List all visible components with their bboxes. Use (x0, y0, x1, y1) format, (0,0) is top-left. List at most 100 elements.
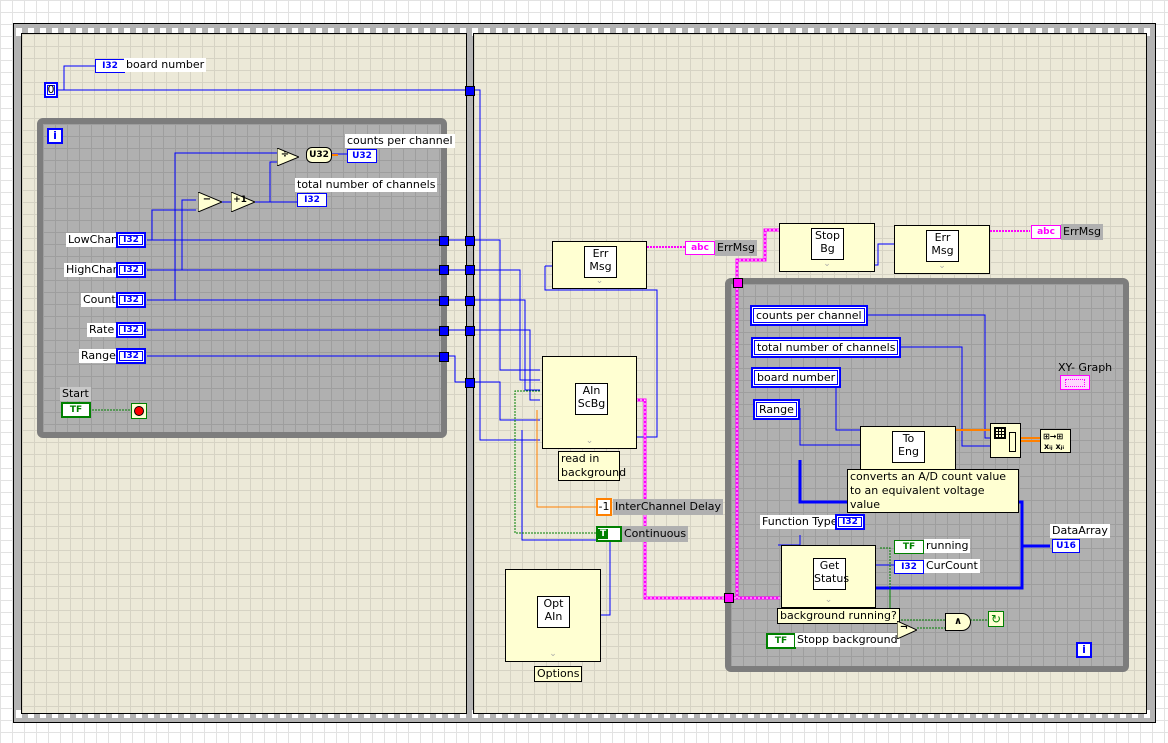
range-control[interactable]: I32 (116, 348, 146, 364)
loop-tunnel (439, 265, 449, 275)
loop-iteration-terminal: i (47, 128, 63, 144)
stop-condition-terminal[interactable] (131, 403, 147, 419)
start-label: Start (60, 387, 91, 401)
loop-arrow-icon: ↻ (990, 612, 1002, 626)
expand-icon: ⌄ (938, 261, 946, 271)
sequence-tunnel (465, 296, 475, 306)
not-function[interactable]: ¬ (897, 621, 917, 639)
loop-tunnel (439, 352, 449, 362)
curcount-label: CurCount (924, 559, 980, 573)
errmsg-indicator-1[interactable]: abc (685, 241, 715, 255)
running-indicator[interactable]: TF (894, 540, 924, 554)
expand-icon: ⌄ (823, 259, 831, 269)
errmsg-label-1: ErrMsg (715, 240, 758, 256)
continuous-label: Continuous (622, 526, 689, 542)
to-u32-conversion[interactable]: U32 (306, 147, 332, 163)
highchan-label: HighChan (64, 263, 122, 277)
for-loop-frame0[interactable] (37, 118, 447, 438)
divide-function[interactable]: ÷ (277, 148, 299, 166)
increment-function[interactable]: +1 (231, 192, 255, 212)
sequence-tunnel (465, 326, 475, 336)
sequence-tunnel (465, 86, 475, 96)
sequence-tunnel (465, 236, 475, 246)
not-symbol: ¬ (899, 622, 909, 633)
error-tunnel (724, 593, 734, 603)
transpose-icon: ⊞→⊞ (1043, 432, 1064, 441)
sequence-film-top (14, 28, 1155, 36)
function-type-control[interactable]: I32 (835, 514, 865, 530)
graph-icon (1065, 379, 1085, 387)
continue-if-true-terminal[interactable]: ↻ (988, 611, 1004, 627)
total-channels-indicator[interactable]: I32 (297, 193, 327, 207)
dataarray-indicator[interactable]: U16 (1052, 539, 1080, 553)
board-number-constant[interactable]: 0 (44, 82, 58, 98)
rate-control[interactable]: I32 (116, 322, 146, 338)
counts-per-channel-indicator[interactable]: U32 (347, 149, 377, 163)
error-tunnel (733, 278, 743, 288)
get-status-comment: background running? (777, 608, 900, 624)
dataarray-label: DataArray (1050, 524, 1110, 538)
range-label: Range (79, 349, 118, 363)
xy-graph-label: XY- Graph (1058, 361, 1113, 374)
stop-icon (135, 407, 143, 415)
running-label: running (924, 539, 971, 553)
loop-tunnel (439, 296, 449, 306)
count-label: Count (81, 293, 118, 307)
divide-symbol: ÷ (280, 149, 290, 160)
to-eng-comment: converts an A/D count value to an equiva… (847, 469, 1019, 513)
local-counts-per-channel[interactable]: counts per channel (750, 305, 868, 326)
reshape-array-function[interactable] (990, 423, 1021, 458)
xij-icon: xᵢⱼ xⱼᵢ (1044, 442, 1065, 451)
count-control[interactable]: I32 (116, 292, 146, 308)
local-total-number-of-channels[interactable]: total number of channels (751, 337, 902, 358)
sequence-tunnel (465, 378, 475, 388)
interchannel-delay-constant[interactable]: -1 (596, 498, 612, 516)
continuous-constant[interactable]: T (596, 526, 622, 542)
while-loop-iteration-terminal: i (1076, 642, 1092, 658)
curcount-indicator[interactable]: I32 (894, 560, 924, 574)
lowchan-label: LowChan (66, 233, 121, 247)
errmsg-indicator-2[interactable]: abc (1031, 225, 1061, 239)
local-range[interactable]: Range (753, 399, 800, 420)
total-channels-label: total number of channels (295, 178, 438, 192)
array-column-icon (1009, 432, 1016, 452)
expand-icon: ⌄ (824, 595, 833, 605)
function-type-label: Function Type (760, 515, 840, 529)
errmsg-label-2: ErrMsg (1061, 224, 1104, 240)
lowchan-control[interactable]: I32 (116, 232, 146, 248)
and-function[interactable]: ∧ (945, 613, 971, 631)
expand-icon: ⌄ (549, 649, 557, 659)
board-number-label: board number (124, 58, 207, 72)
counts-per-channel-label: counts per channel (345, 134, 455, 148)
sequence-film-bottom (14, 710, 1155, 718)
start-button-control[interactable]: TF (61, 402, 91, 418)
xy-graph-terminal[interactable] (1060, 375, 1090, 390)
board-number-indicator[interactable]: I32 (95, 59, 125, 73)
subtract-function[interactable]: − (198, 192, 222, 212)
loop-tunnel (439, 326, 449, 336)
opt-ain-comment: Options (534, 666, 583, 682)
subtract-symbol: − (202, 194, 212, 205)
stopp-background-control[interactable]: TF (766, 633, 796, 649)
highchan-control[interactable]: I32 (116, 262, 146, 278)
transpose-array-function[interactable]: ⊞→⊞ xᵢⱼ xⱼᵢ (1040, 429, 1071, 453)
stopp-background-label: Stopp background (795, 633, 900, 647)
local-board-number[interactable]: board number (751, 367, 842, 388)
expand-icon: ⌄ (585, 436, 594, 446)
expand-icon: ⌄ (595, 276, 604, 286)
rate-label: Rate (87, 323, 117, 337)
